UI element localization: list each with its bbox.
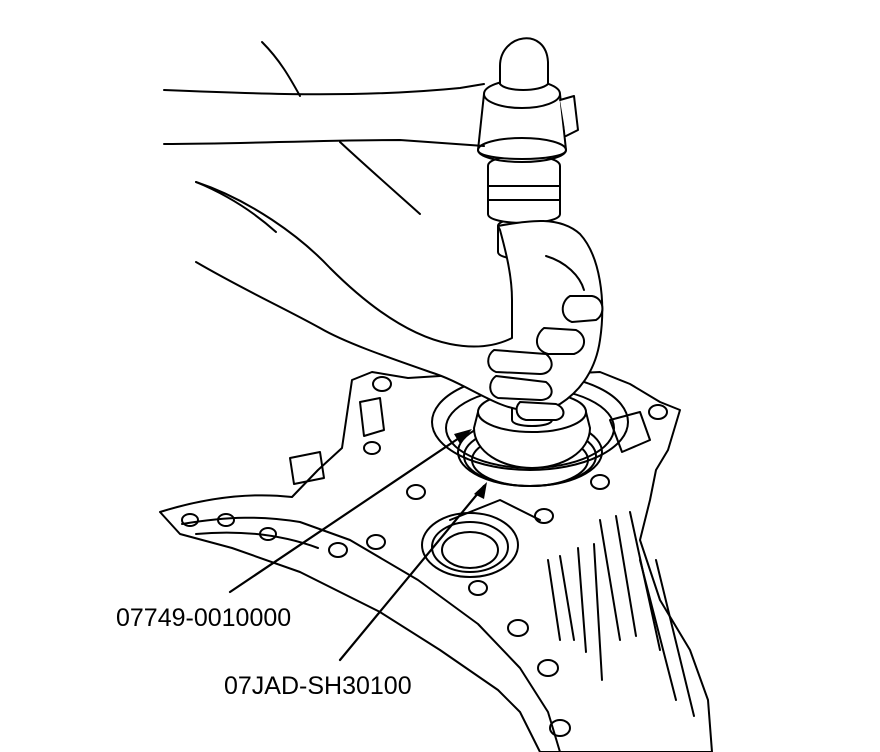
callout-label-driver-handle: 07749-0010000 <box>116 604 292 632</box>
bolt-hole <box>328 542 348 558</box>
bolt-hole <box>372 376 392 392</box>
bolt-hole <box>507 619 529 637</box>
callout-label-seal-driver-attachment: 07JAD-SH30100 <box>224 672 412 700</box>
arrowhead-handle <box>454 429 472 444</box>
leader-lines <box>228 430 486 662</box>
bolt-hole <box>549 719 571 737</box>
bolt-hole <box>648 404 668 420</box>
bolt-hole <box>537 659 559 677</box>
leader-line-attachment <box>338 484 486 662</box>
bolt-hole <box>406 484 426 500</box>
bolt-hole <box>259 527 277 541</box>
arrowhead-attachment <box>474 482 487 499</box>
bolt-hole <box>366 534 386 550</box>
bolt-hole <box>468 580 488 596</box>
lower-bore <box>421 512 519 578</box>
leader-line-handle <box>228 430 470 594</box>
bolt-hole <box>534 508 554 524</box>
lower-arm <box>195 181 604 421</box>
bolt-hole <box>181 513 199 527</box>
bolt-hole <box>590 474 610 490</box>
bolt-hole <box>217 513 235 527</box>
leader-arrowheads <box>454 429 487 499</box>
bolt-hole <box>363 441 381 455</box>
upper-arm <box>163 41 485 215</box>
hammer <box>477 37 579 163</box>
